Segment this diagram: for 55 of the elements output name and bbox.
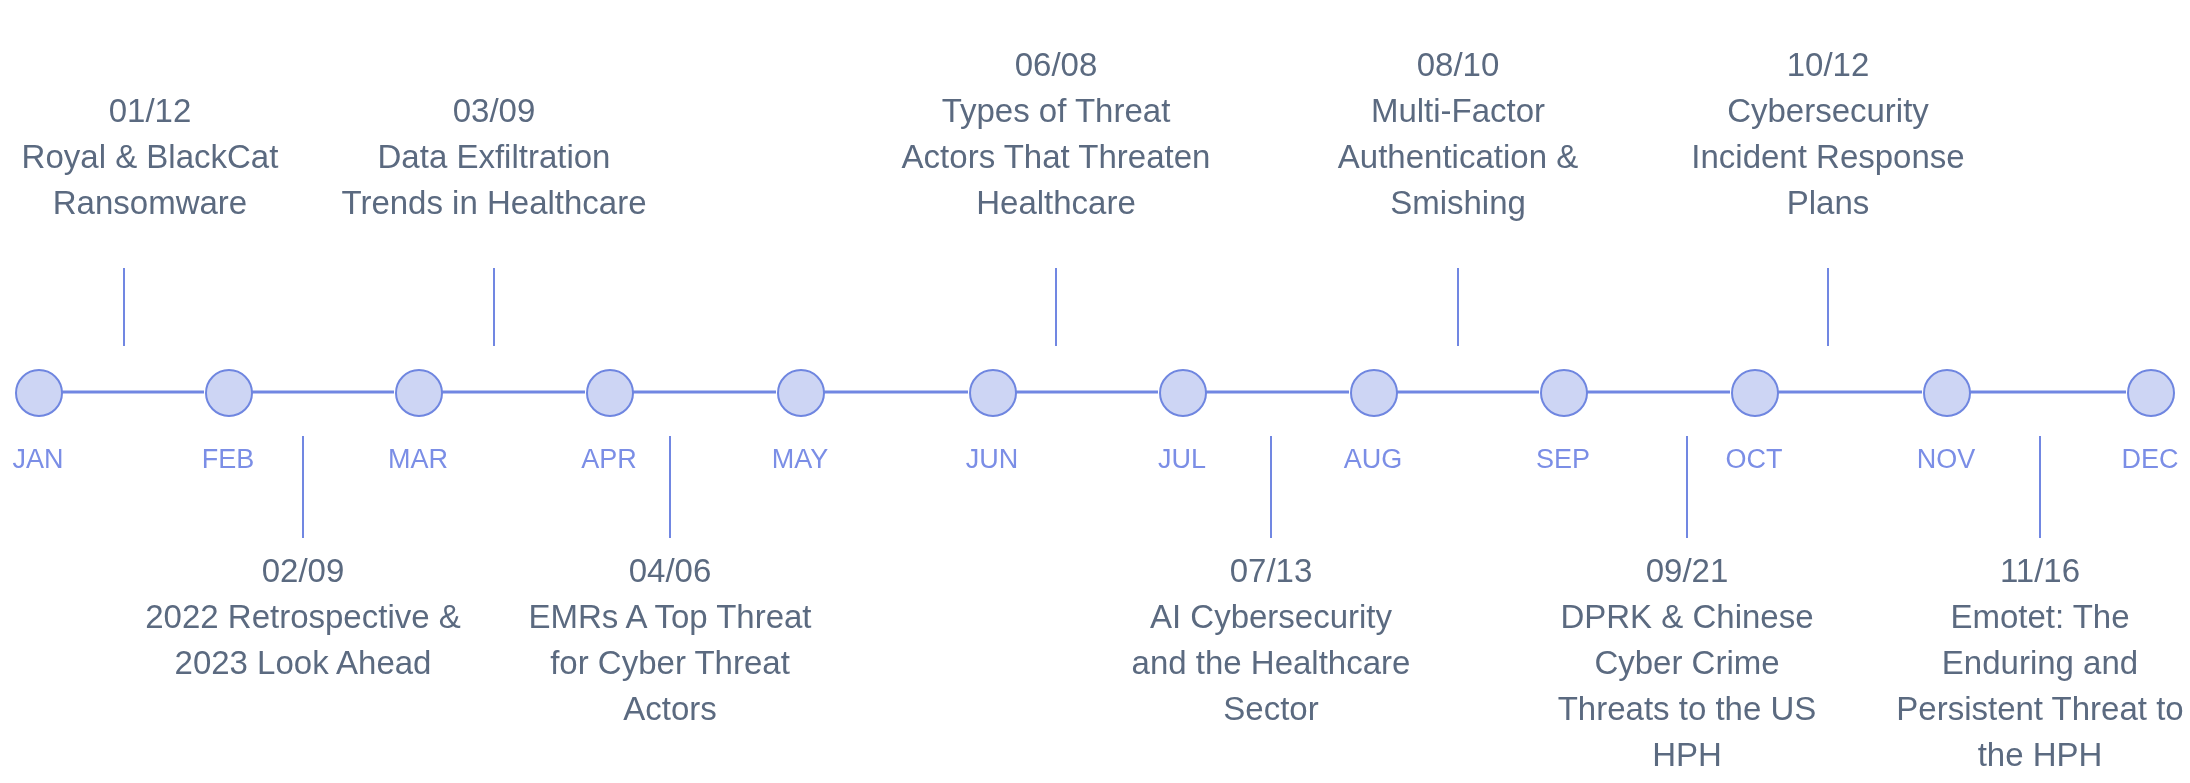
timeline-dot (394, 368, 444, 418)
month-label: JUL (1157, 444, 1207, 475)
event-date: 09/21 (1644, 551, 1730, 591)
timeline-dot (1158, 368, 1208, 418)
event-title: Types of Threat Actors That Threaten Healthcare (900, 91, 1212, 223)
event-title: DPRK & Chinese Cyber Crime Threats to the US HPH (1556, 597, 1818, 775)
event-date: 07/13 (1228, 551, 1314, 591)
event-date: 01/12 (107, 91, 193, 131)
month-label: FEB (200, 444, 256, 475)
timeline-dot (968, 368, 1018, 418)
timeline-dot (1539, 368, 1589, 418)
timeline-dot (1730, 368, 1780, 418)
timeline-dot (1922, 368, 1972, 418)
month-label: AUG (1342, 444, 1404, 475)
timeline-line (62, 390, 204, 394)
event-date: 08/10 (1415, 45, 1501, 85)
timeline-line (1778, 390, 1922, 394)
timeline-line (1970, 390, 2126, 394)
month-label: JAN (11, 444, 65, 475)
month-label: MAY (770, 444, 830, 475)
event-date: 02/09 (260, 551, 346, 591)
month-label: NOV (1915, 444, 1977, 475)
timeline-dot (1349, 368, 1399, 418)
timeline-line (824, 390, 968, 394)
month-label: DEC (2120, 444, 2180, 475)
month-label: MAR (387, 444, 449, 475)
timeline-line (1016, 390, 1158, 394)
timeline-dot (14, 368, 64, 418)
timeline-line (252, 390, 394, 394)
month-label: APR (580, 444, 638, 475)
event-title: Multi-Factor Authentication & Smishing (1336, 91, 1580, 223)
month-label: OCT (1724, 444, 1784, 475)
event-title: 2022 Retrospective & 2023 Look Ahead (144, 597, 462, 683)
event-date: 10/12 (1785, 45, 1871, 85)
timeline-line (1397, 390, 1539, 394)
timeline-line (1587, 390, 1730, 394)
timeline-dot (2126, 368, 2176, 418)
event-title: Cybersecurity Incident Response Plans (1690, 91, 1966, 223)
event-date: 06/08 (1013, 45, 1099, 85)
event-date: 04/06 (627, 551, 713, 591)
timeline-line (442, 390, 585, 394)
event-title: Emotet: The Enduring and Persistent Threat to the HPH (1895, 597, 2185, 775)
event-title: EMRs A Top Threat for Cyber Threat Actors (527, 597, 813, 729)
timeline-line (1206, 390, 1349, 394)
timeline-dot (204, 368, 254, 418)
timeline-dot (776, 368, 826, 418)
timeline-dot (585, 368, 635, 418)
month-label: JUN (964, 444, 1020, 475)
event-date: 11/16 (1998, 551, 2082, 591)
month-label: SEP (1535, 444, 1591, 475)
event-date: 03/09 (451, 91, 537, 131)
event-title: AI Cybersecurity and the Healthcare Sector (1130, 597, 1412, 729)
event-title: Royal & BlackCat Ransomware (20, 137, 280, 223)
timeline-line (633, 390, 776, 394)
event-title: Data Exfiltration Trends in Healthcare (340, 137, 648, 223)
